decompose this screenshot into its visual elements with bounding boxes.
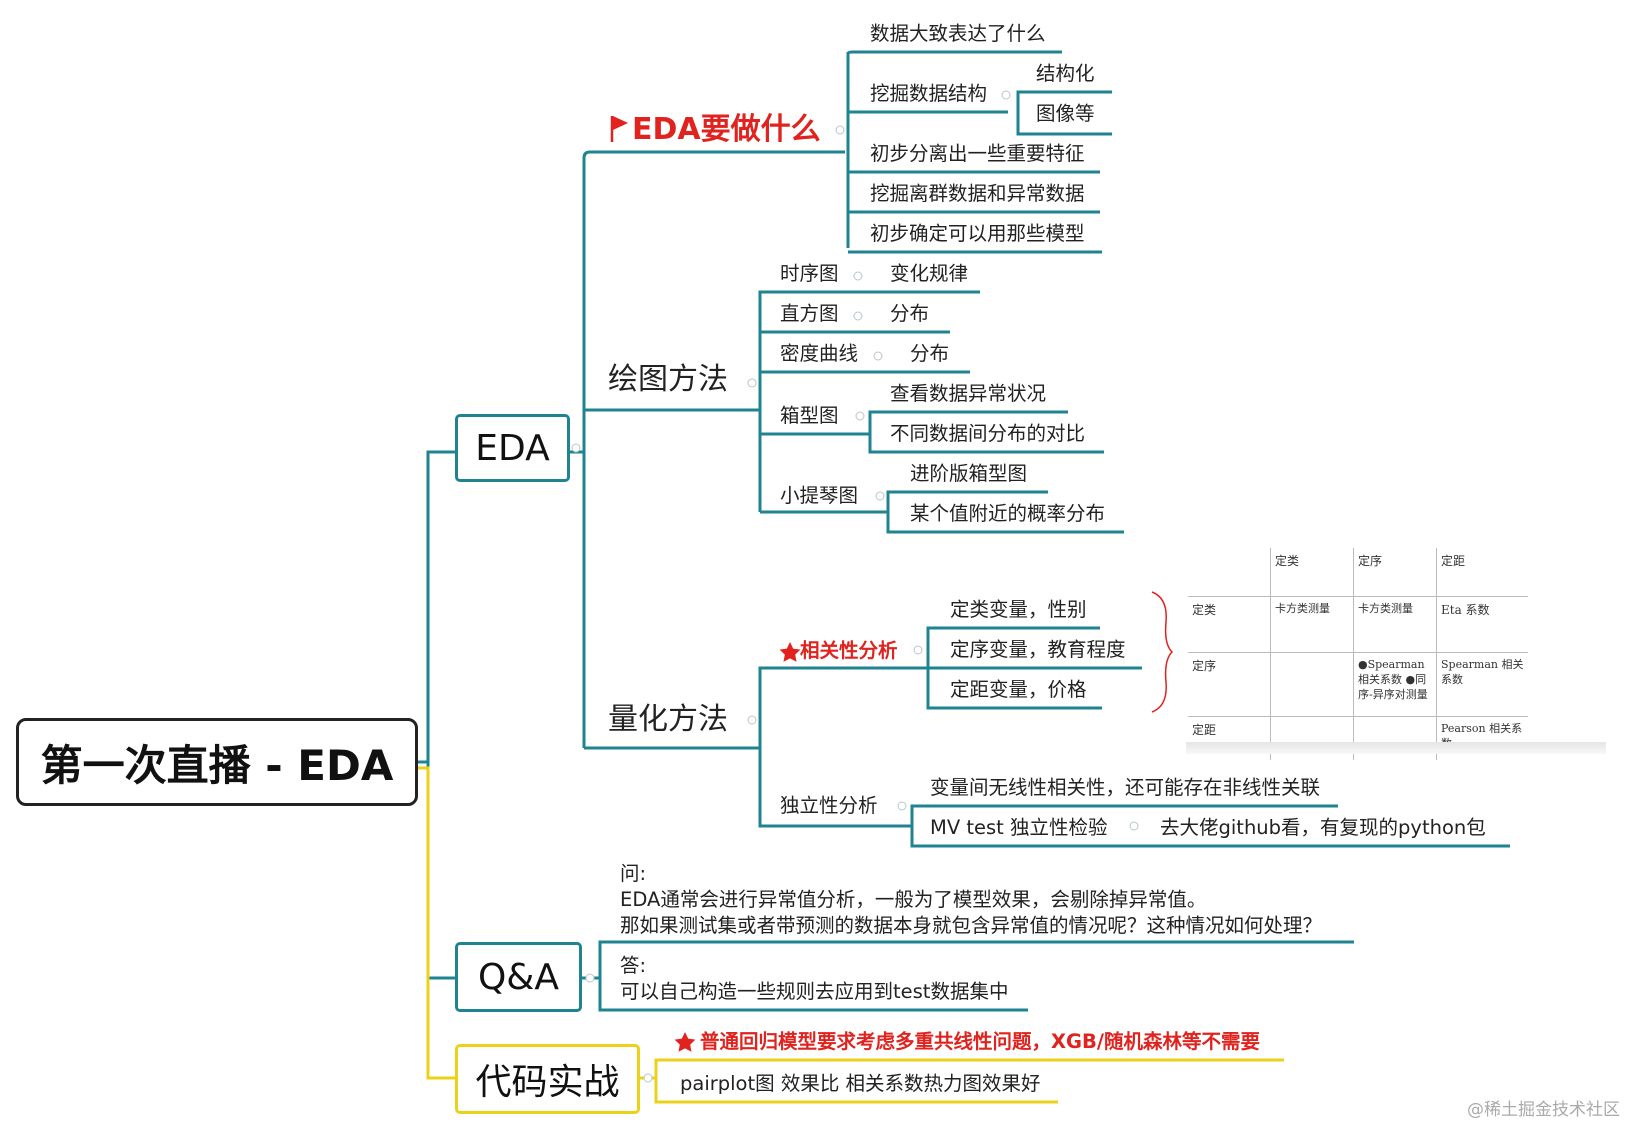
- plot-violin-child-2[interactable]: 某个值附近的概率分布: [910, 502, 1106, 525]
- plot-box-child-1[interactable]: 查看数据异常状况: [890, 382, 1047, 405]
- table-header-cell: 定距: [1436, 548, 1528, 597]
- qa-answer-label[interactable]: 答:: [620, 954, 647, 977]
- what-item-5[interactable]: 初步确定可以用那些模型: [870, 222, 1085, 245]
- root-topic[interactable]: 第一次直播 - EDA: [16, 718, 418, 806]
- plot-density-child[interactable]: 分布: [910, 342, 950, 365]
- topic-indep[interactable]: 独立性分析: [780, 794, 878, 817]
- indep-child-2[interactable]: MV test 独立性检验: [930, 816, 1108, 839]
- what-item-2[interactable]: 挖掘数据结构: [870, 82, 988, 105]
- plot-time[interactable]: 时序图: [780, 262, 839, 285]
- plot-violin-child-1[interactable]: 进阶版箱型图: [910, 462, 1028, 485]
- qa-question-label[interactable]: 问:: [620, 862, 647, 885]
- code-item-1[interactable]: 普通回归模型要求考虑多重共线性问题，XGB/随机森林等不需要: [700, 1030, 1261, 1053]
- what-item-3[interactable]: 初步分离出一些重要特征: [870, 142, 1085, 165]
- topic-qa[interactable]: Q&A: [455, 942, 582, 1012]
- star-icon: [674, 1032, 696, 1052]
- qa-answer-line[interactable]: 可以自己构造一些规则去应用到test数据集中: [620, 980, 1009, 1003]
- topic-code[interactable]: 代码实战: [455, 1044, 640, 1114]
- plot-density[interactable]: 密度曲线: [780, 342, 859, 365]
- corr-child-1[interactable]: 定类变量，性别: [950, 598, 1087, 621]
- star-icon: [779, 642, 801, 662]
- mv-test-child[interactable]: 去大佬github看，有复现的python包: [1160, 816, 1486, 839]
- table-cell: [1270, 651, 1354, 717]
- table-header-cell: 定序: [1353, 548, 1437, 597]
- table-cell: 卡方类测量: [1353, 595, 1437, 653]
- indep-child-1[interactable]: 变量间无线性相关性，还可能存在非线性关联: [930, 776, 1321, 799]
- topic-corr[interactable]: 相关性分析: [800, 639, 898, 662]
- topic-plot[interactable]: 绘图方法: [608, 362, 728, 397]
- table-row-header: 定类: [1188, 595, 1271, 653]
- topic-eda-what[interactable]: EDA要做什么: [632, 112, 821, 147]
- correlation-table: 定类 定序 定距 定类 卡方类测量 卡方类测量 Eta 系数 定序 ●Spear…: [1188, 548, 1528, 760]
- what-item-1[interactable]: 数据大致表达了什么: [870, 22, 1046, 45]
- table-cell: Spearman 相关系数: [1436, 651, 1528, 717]
- table-cell: ●Spearman 相关系数 ●同序-异序对测量: [1353, 651, 1437, 717]
- table-cell: Eta 系数: [1436, 595, 1528, 653]
- table-header-cell: 定类: [1270, 548, 1354, 597]
- plot-box-child-2[interactable]: 不同数据间分布的对比: [890, 422, 1086, 445]
- plot-hist[interactable]: 直方图: [780, 302, 839, 325]
- plot-hist-child[interactable]: 分布: [890, 302, 930, 325]
- table-shadow: [1186, 742, 1606, 754]
- plot-time-child[interactable]: 变化规律: [890, 262, 969, 285]
- watermark: @稀土掘金技术社区: [1467, 1100, 1620, 1120]
- corr-child-2[interactable]: 定序变量，教育程度: [950, 638, 1126, 661]
- corr-child-3[interactable]: 定距变量，价格: [950, 678, 1087, 701]
- structure-child-2[interactable]: 图像等: [1036, 102, 1095, 125]
- table-header-cell: [1188, 548, 1271, 597]
- structure-child-1[interactable]: 结构化: [1036, 62, 1095, 85]
- table-cell: 卡方类测量: [1270, 595, 1354, 653]
- table-row-header: 定序: [1188, 651, 1271, 717]
- what-item-4[interactable]: 挖掘离群数据和异常数据: [870, 182, 1085, 205]
- qa-question-line-1[interactable]: EDA通常会进行异常值分析，一般为了模型效果，会剔除掉异常值。: [620, 888, 1207, 911]
- qa-question-line-2[interactable]: 那如果测试集或者带预测的数据本身就包含异常值的情况呢？这种情况如何处理？: [620, 914, 1323, 937]
- code-item-2[interactable]: pairplot图 效果比 相关系数热力图效果好: [680, 1072, 1041, 1095]
- topic-quant[interactable]: 量化方法: [608, 702, 728, 737]
- plot-violin[interactable]: 小提琴图: [780, 484, 859, 507]
- flag-icon: [610, 116, 628, 142]
- topic-eda[interactable]: EDA: [455, 414, 570, 482]
- plot-box[interactable]: 箱型图: [780, 404, 839, 427]
